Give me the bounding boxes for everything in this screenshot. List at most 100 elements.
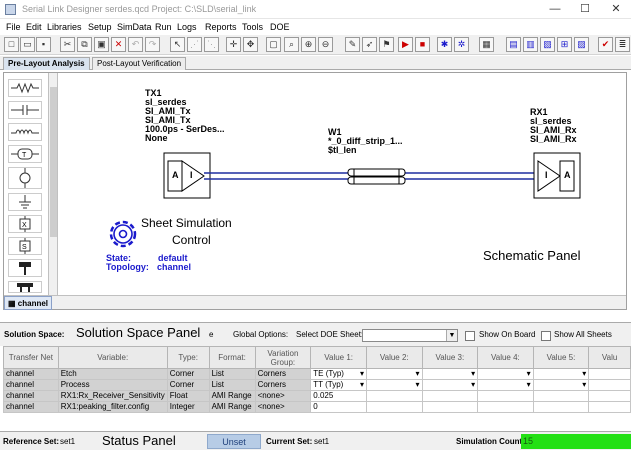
cell-value-input[interactable] xyxy=(366,390,423,402)
cell-value-input[interactable] xyxy=(421,390,479,402)
cell-value-input[interactable] xyxy=(477,401,534,413)
redo-icon[interactable]: ↷ xyxy=(145,37,160,52)
paste-icon[interactable]: ▣ xyxy=(94,37,109,52)
open-icon[interactable]: ▭ xyxy=(20,37,35,52)
chart-icon[interactable]: ▤ xyxy=(506,37,521,52)
minimize-button[interactable]: — xyxy=(549,3,561,15)
cell-value-select[interactable]: ▾ xyxy=(421,368,479,380)
zoom-area-icon[interactable]: ▢ xyxy=(266,37,281,52)
palette-pin[interactable] xyxy=(8,281,42,293)
grid-icon[interactable]: ▦ xyxy=(479,37,494,52)
col-variable[interactable]: Variable: xyxy=(57,346,168,369)
palette-scrollbar[interactable] xyxy=(49,73,58,295)
col-value-5[interactable]: Value 5: xyxy=(532,346,590,369)
menu-simdata[interactable]: SimData xyxy=(117,22,152,32)
menu-reports[interactable]: Reports xyxy=(205,22,237,32)
differential-wire[interactable] xyxy=(204,168,535,185)
undo-icon[interactable]: ↶ xyxy=(128,37,143,52)
col-value-3[interactable]: Value 3: xyxy=(421,346,479,369)
cell-value-select[interactable]: ▾ xyxy=(532,379,590,391)
palette-switch[interactable]: X xyxy=(8,215,42,233)
palette-series[interactable]: S xyxy=(8,237,42,255)
select-icon[interactable]: ↖ xyxy=(170,37,185,52)
sweep-icon[interactable]: ✱ xyxy=(437,37,452,52)
cell-value-input[interactable] xyxy=(532,390,590,402)
rx-block[interactable] xyxy=(533,152,581,199)
maximize-button[interactable]: ☐ xyxy=(580,3,590,15)
table-row[interactable]: channel RX1:Rx_Receiver_Sensitivity Floa… xyxy=(3,390,631,402)
cell-value-select[interactable] xyxy=(588,379,631,391)
wave-chart-icon[interactable]: ▧ xyxy=(540,37,555,52)
tab-pre-layout[interactable]: Pre-Layout Analysis xyxy=(3,57,90,70)
probe-icon[interactable]: ➶ xyxy=(362,37,377,52)
palette-connector[interactable] xyxy=(8,259,42,277)
col-value-1[interactable]: Value 1: xyxy=(310,346,367,369)
cell-value-select[interactable]: ▾ xyxy=(477,379,534,391)
cell-value-input[interactable] xyxy=(588,401,631,413)
zoom-in-icon[interactable]: ⊕ xyxy=(301,37,316,52)
col-value-2[interactable]: Value 2: xyxy=(366,346,423,369)
col-transfer-net[interactable]: Transfer Net xyxy=(3,346,59,369)
cell-value-input[interactable] xyxy=(477,390,534,402)
table-row[interactable]: channel Etch Corner List Corners TE (Typ… xyxy=(3,368,631,380)
sheet-simulation-title[interactable]: Sheet Simulation xyxy=(141,216,232,230)
flag-icon[interactable]: ⚑ xyxy=(379,37,394,52)
zoom-fit-icon[interactable]: ⌕ xyxy=(284,37,299,52)
tx-block[interactable] xyxy=(163,152,211,199)
show-all-sheets-checkbox[interactable] xyxy=(541,331,551,341)
crosshair-icon[interactable]: ✛ xyxy=(226,37,241,52)
palette-resistor[interactable] xyxy=(8,79,42,97)
show-on-board-checkbox[interactable] xyxy=(465,331,475,341)
menu-doe[interactable]: DOE xyxy=(270,22,290,32)
bus-icon[interactable]: ⋱ xyxy=(204,37,219,52)
menu-libraries[interactable]: Libraries xyxy=(47,22,82,32)
cell-value-select[interactable]: ▾ xyxy=(477,368,534,380)
col-type[interactable]: Type: xyxy=(166,346,210,369)
layers-icon[interactable]: ≣ xyxy=(615,37,630,52)
palette-scroll-thumb[interactable] xyxy=(50,87,57,237)
schematic-canvas[interactable]: TX1 sl_serdes SI_AMI_Tx SI_AMI_Tx 100.0p… xyxy=(59,73,626,295)
col-value-4[interactable]: Value 4: xyxy=(477,346,534,369)
checklist-icon[interactable]: ✔ xyxy=(598,37,613,52)
cell-value-input[interactable] xyxy=(366,401,423,413)
copy-icon[interactable]: ⧉ xyxy=(77,37,92,52)
unset-button[interactable]: Unset xyxy=(207,434,261,449)
solution-space-button-fragment[interactable]: e xyxy=(209,330,214,339)
cell-value-input[interactable]: 0.025 xyxy=(310,390,367,402)
table-row[interactable]: channel Process Corner List Corners TT (… xyxy=(3,379,631,391)
menu-file[interactable]: File xyxy=(6,22,21,32)
run-icon[interactable]: ▶ xyxy=(398,37,413,52)
sheet-simulation-subtitle[interactable]: Control xyxy=(172,233,211,247)
close-button[interactable]: ✕ xyxy=(611,3,621,15)
zoom-out-icon[interactable]: ⊖ xyxy=(318,37,333,52)
cell-value-input[interactable]: 0 xyxy=(310,401,367,413)
palette-capacitor[interactable] xyxy=(8,101,42,119)
col-value-6[interactable]: Valu xyxy=(588,346,631,369)
sheet-tab-channel[interactable]: ▦ channel xyxy=(4,296,53,310)
wire-icon[interactable]: ⋰ xyxy=(187,37,202,52)
cell-value-input[interactable] xyxy=(588,390,631,402)
menu-edit[interactable]: Edit xyxy=(26,22,42,32)
cell-value-select[interactable] xyxy=(588,368,631,380)
cell-value-select[interactable]: TT (Typ)▾ xyxy=(310,379,367,391)
menu-logs[interactable]: Logs xyxy=(177,22,197,32)
sweep-all-icon[interactable]: ✲ xyxy=(454,37,469,52)
gear-icon[interactable] xyxy=(109,220,137,248)
stop-icon[interactable]: ■ xyxy=(415,37,430,52)
palette-inductor[interactable] xyxy=(8,123,42,141)
cell-value-input[interactable] xyxy=(532,401,590,413)
palette-transmission-line[interactable]: T xyxy=(8,145,42,163)
cell-value-select[interactable]: ▾ xyxy=(532,368,590,380)
network-icon[interactable]: ⊞ xyxy=(557,37,572,52)
cell-value-select[interactable]: ▾ xyxy=(366,379,423,391)
palette-ground[interactable] xyxy=(8,193,42,211)
cell-value-select[interactable]: TE (Typ)▾ xyxy=(310,368,367,380)
menu-tools[interactable]: Tools xyxy=(242,22,264,32)
col-variation-group[interactable]: Variation Group: xyxy=(254,346,312,369)
eye-chart-icon[interactable]: ▥ xyxy=(523,37,538,52)
palette-source[interactable] xyxy=(8,167,42,189)
cell-value-select[interactable]: ▾ xyxy=(366,368,423,380)
move-icon[interactable]: ✥ xyxy=(243,37,258,52)
report-icon[interactable]: ▨ xyxy=(574,37,589,52)
menu-run[interactable]: Run xyxy=(155,22,172,32)
